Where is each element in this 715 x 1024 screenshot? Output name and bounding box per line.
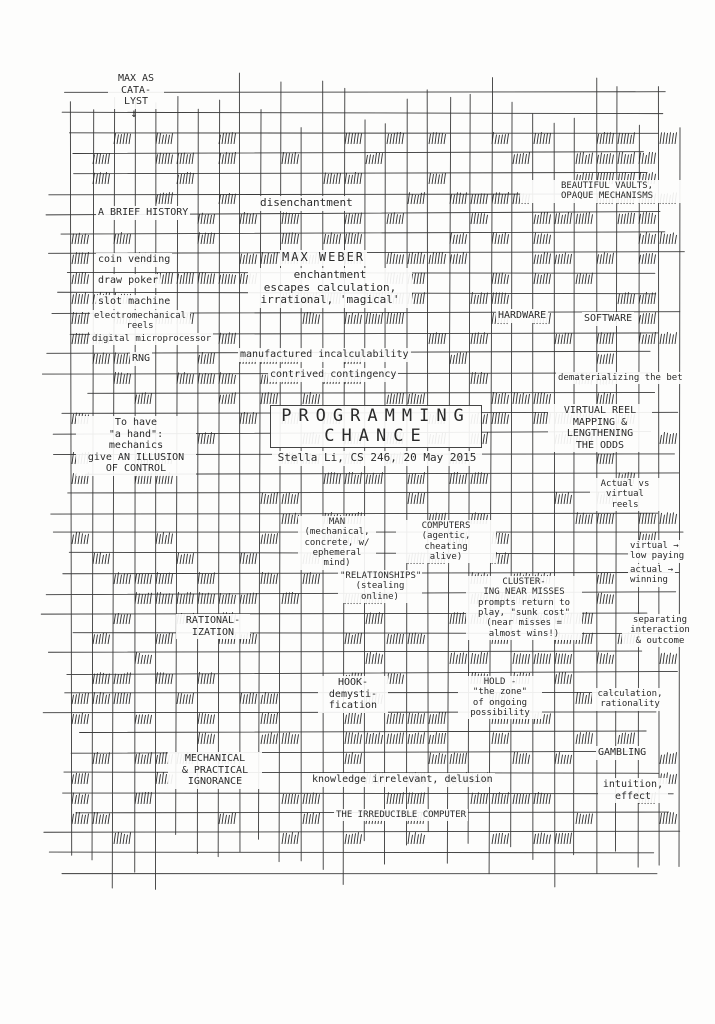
digital-microprocessor-label: digital microprocessor xyxy=(90,333,214,346)
max-weber-label: MAX WEBER xyxy=(280,250,368,266)
arrow-down-icon: ↓ xyxy=(130,106,138,120)
man-mechanical-label: MAN (mechanical, concrete, w/ ephemeral … xyxy=(298,516,376,570)
beautiful-vaults-label: BEAUTIFUL VAULTS, OPAQUE MECHANISMS xyxy=(520,180,694,203)
manufactured-label: manufactured incalculability xyxy=(238,348,411,362)
knowledge-irrelevant-label: knowledge irrelevant, delusion xyxy=(310,773,495,787)
electromechanical-label: electromechanical reels xyxy=(90,310,190,333)
page-title: PROGRAMMING CHANCE xyxy=(270,405,482,449)
illusion-of-control-label: To have "a hand": mechanics give AN ILLU… xyxy=(76,416,196,476)
software-label: SOFTWARE xyxy=(582,312,635,326)
calculation-rationality-label: calculation, rationality xyxy=(592,688,668,711)
clustering-near-misses-label: CLUSTER- ING NEAR MISSES prompts return … xyxy=(466,576,582,641)
slot-machine-label: slot machine xyxy=(96,295,173,309)
relationships-label: "RELATIONSHIPS" (stealing online) xyxy=(338,570,422,604)
disenchantment-label: disenchantment xyxy=(258,196,355,211)
brief-history-label: A BRIEF HISTORY xyxy=(96,206,191,220)
draw-poker-label: draw poker xyxy=(96,274,161,288)
dematerializing-label: dematerializing the bet xyxy=(556,372,685,385)
computers-label: COMPUTERS (agentic, cheating alive) xyxy=(396,520,496,564)
coin-vending-label: coin vending xyxy=(96,253,173,267)
rng-label: RNG xyxy=(130,352,153,366)
hold-label: HOLD - "the zone" of ongoing possibility xyxy=(458,676,542,720)
author-subtitle: Stella Li, CS 246, 20 May 2015 xyxy=(272,451,482,466)
actual-winning-label: actual → winning xyxy=(628,564,676,587)
separating-interaction-label: separating interaction & outcome xyxy=(622,614,698,648)
intuition-effect-label: intuition, effect xyxy=(598,778,668,803)
rationalization-label: RATIONAL- IZATION xyxy=(176,614,250,639)
irreducible-computer-label: THE IRREDUCIBLE COMPUTER xyxy=(334,809,469,822)
mechanical-ignorance-label: MECHANICAL & PRACTICAL IGNORANCE xyxy=(168,752,262,789)
max-catalyst-label: MAX AS CATA- LYST xyxy=(108,72,164,109)
contrived-label: contrived contingency xyxy=(268,368,399,382)
hook-label: HOOK- demysti- fication xyxy=(318,676,388,713)
virtual-low-paying-label: virtual → low paying xyxy=(628,540,687,563)
gambling-label: GAMBLING xyxy=(596,746,649,760)
actual-vs-virtual-label: Actual vs virtual reels xyxy=(590,478,660,512)
virtual-reel-label: VIRTUAL REEL MAPPING & LENGTHENING THE O… xyxy=(548,404,652,452)
hardware-label: HARDWARE xyxy=(496,309,549,323)
weber-description: enchantment escapes calculation, irratio… xyxy=(248,268,412,308)
